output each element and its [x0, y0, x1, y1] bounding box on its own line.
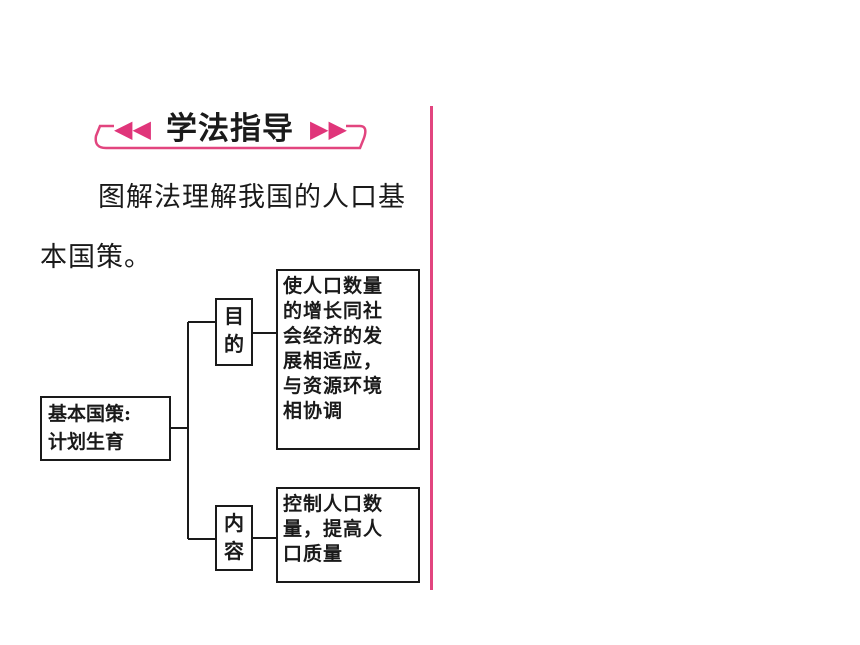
- branch-label-content-line2: 容: [224, 539, 244, 563]
- desc-line: 的增长同社: [283, 300, 384, 322]
- desc-line: 会经济的发: [283, 325, 384, 347]
- root-node-line2: 计划生育: [48, 431, 125, 453]
- root-node-line1: 基本国策:: [48, 403, 132, 425]
- root-node-policy: 基本国策: 计划生育: [40, 396, 171, 461]
- desc-line: 展相适应，: [283, 350, 384, 372]
- branch-label-goal-line1: 目: [224, 304, 244, 328]
- desc-line: 控制人口数: [283, 493, 384, 515]
- branch-desc-content: 控制人口数 量，提高人 口质量: [276, 487, 420, 583]
- desc-line: 相协调: [283, 400, 344, 422]
- branch-label-goal-line2: 的: [224, 332, 244, 356]
- section-title: 学法指导: [166, 111, 294, 147]
- branch-label-goal: 目 的: [215, 298, 253, 366]
- desc-line: 量，提高人: [283, 518, 384, 540]
- desc-line: 与资源环境: [283, 375, 384, 397]
- desc-line: 口质量: [283, 543, 344, 565]
- pink-divider-line: [430, 106, 433, 590]
- branch-label-content-line1: 内: [224, 511, 244, 535]
- branch-label-content: 内 容: [215, 505, 253, 571]
- double-right-arrow-icon: ▶▶: [310, 115, 347, 143]
- intro-paragraph: 图解法理解我国的人口基本国策。: [40, 182, 406, 273]
- section-header-banner: ◀◀ 学法指导 ▶▶: [92, 104, 368, 154]
- double-left-arrow-icon: ◀◀: [114, 115, 151, 143]
- branch-desc-goal: 使人口数量 的增长同社 会经济的发 展相适应， 与资源环境 相协调: [276, 269, 420, 450]
- banner-frame: [94, 124, 367, 150]
- desc-line: 使人口数量: [283, 275, 384, 297]
